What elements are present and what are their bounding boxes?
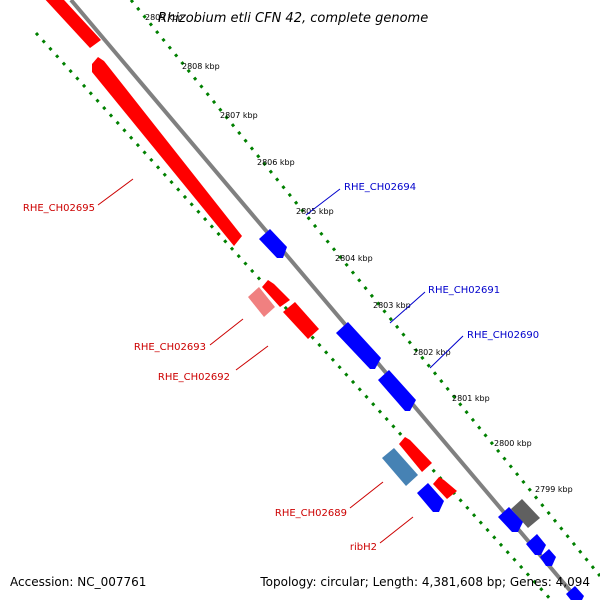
label-rhe-ch02689[interactable]: RHE_CH02689 — [275, 508, 347, 519]
gene-reverse-b[interactable] — [498, 507, 523, 532]
gene-labels: RHE_CH02695 RHE_CH02694 RHE_CH02693 RHE_… — [23, 182, 539, 553]
forward-strand-genes — [42, 0, 457, 499]
map-title: Rhizobium etli CFN 42, complete genome — [158, 11, 428, 26]
tick-label-2802: 2802 kbp — [413, 348, 451, 357]
gene-rhe-ch02689-pseudo[interactable] — [382, 448, 418, 486]
tick-label-2808: 2808 kbp — [182, 62, 220, 71]
gene-rhe-ch02693[interactable] — [262, 280, 290, 307]
tick-label-2800: 2800 kbp — [494, 439, 532, 448]
topology-label: Topology: circular; Length: 4,381,608 bp… — [259, 575, 590, 589]
label-rhe-ch02695[interactable]: RHE_CH02695 — [23, 203, 95, 214]
gene-rhe-ch02695[interactable] — [92, 57, 242, 246]
tick-label-2806: 2806 kbp — [257, 158, 295, 167]
label-rhe-ch02693[interactable]: RHE_CH02693 — [134, 342, 206, 353]
gene-rhe-ch02689[interactable] — [399, 437, 432, 472]
tick-track-inner — [34, 31, 554, 600]
scale-ticks: 2809 kbp 2808 kbp 2807 kbp 2806 kbp 2805… — [145, 13, 573, 494]
tick-label-2807: 2807 kbp — [220, 111, 258, 120]
gene-rhe-ch02692[interactable] — [283, 302, 319, 339]
gene-reverse-c[interactable] — [526, 534, 546, 555]
accession-label: Accession: NC_007761 — [10, 575, 146, 589]
tick-label-2803: 2803 kbp — [373, 301, 411, 310]
leader-lines — [97, 178, 464, 544]
tick-label-2801: 2801 kbp — [452, 394, 490, 403]
tick-track-outer — [129, 0, 600, 577]
gene-reverse-e[interactable] — [566, 586, 584, 600]
gene-ribh2[interactable] — [433, 477, 457, 499]
label-rhe-ch02694[interactable]: RHE_CH02694 — [344, 182, 416, 193]
gene-rna[interactable] — [511, 499, 540, 528]
label-rhe-ch02690[interactable]: RHE_CH02690 — [467, 330, 539, 341]
tick-label-2799: 2799 kbp — [535, 485, 573, 494]
label-rhe-ch02692[interactable]: RHE_CH02692 — [158, 372, 230, 383]
gene-rhe-ch02694[interactable] — [259, 229, 287, 258]
gene-rhe-ch02693-pseudo[interactable] — [248, 287, 275, 317]
tick-tracks — [34, 0, 600, 600]
label-ribh2[interactable]: ribH2 — [350, 542, 377, 553]
tick-label-2809: 2809 kbp — [145, 13, 183, 22]
reverse-strand-genes — [259, 229, 584, 600]
gene-rhe-ch02691[interactable] — [336, 322, 381, 369]
gene-reverse-d[interactable] — [540, 549, 556, 566]
gene-rhe-ch02690[interactable] — [378, 370, 416, 411]
gene-reverse-a[interactable] — [417, 483, 444, 512]
gene-rhe-ch02696[interactable] — [42, 0, 101, 48]
label-rhe-ch02691[interactable]: RHE_CH02691 — [428, 285, 500, 296]
tick-label-2805: 2805 kbp — [296, 207, 334, 216]
tick-label-2804: 2804 kbp — [335, 254, 373, 263]
